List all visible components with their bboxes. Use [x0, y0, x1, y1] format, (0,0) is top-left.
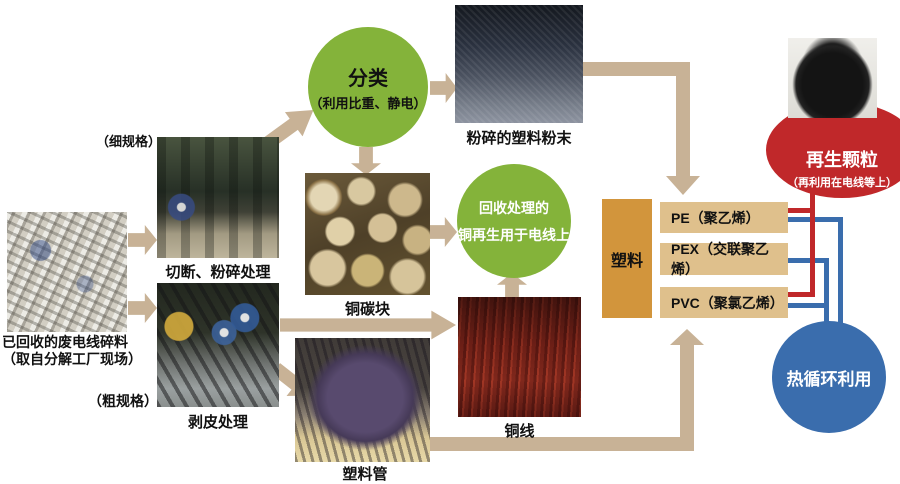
- arrowhead-powder-to-pe: [666, 176, 700, 195]
- blue-line-pe-horizontal: [788, 217, 843, 222]
- blue-line-outer-vertical: [838, 217, 843, 327]
- copper-reuse-line1: 回收处理的: [479, 199, 549, 216]
- pe-box-label: PE（聚乙烯）: [671, 209, 760, 226]
- label-nugget: 铜碳块: [344, 301, 390, 318]
- blue-line-inner-vertical: [824, 258, 829, 332]
- arrowhead-pipe-to-pvc: [670, 329, 704, 345]
- sort-circle-title: 分类: [348, 68, 388, 90]
- plastic-box: 塑料: [602, 199, 652, 318]
- photo-copper-wire: [458, 297, 581, 417]
- photo-copper-nuggets: [305, 173, 430, 295]
- photo-plastic-powder: [455, 5, 583, 123]
- connector-pipe-horizontal: [428, 437, 694, 451]
- label-cutting: 切断、粉碎处理: [165, 264, 271, 281]
- plastic-box-label: 塑料: [610, 252, 643, 270]
- thermal-circle-label: 热循环利用: [786, 369, 872, 389]
- pex-box: PEX（交联聚乙烯）: [660, 241, 788, 277]
- connector-pipe-vertical: [680, 344, 694, 451]
- sort-circle-subtitle: （利用比重、静电）: [309, 96, 427, 111]
- thermal-circle: 热循环利用: [772, 321, 886, 433]
- copper-reuse-circle: 回收处理的 铜再生用于电线上: [457, 164, 571, 278]
- arrow-sort-to-powder: [430, 73, 457, 103]
- arrow-sort-to-nugget: [351, 147, 381, 175]
- pellets-circle: 再生颗粒 （再利用在电线等上）: [766, 102, 900, 198]
- label-fine-spec: （细规格）: [96, 134, 162, 149]
- pvc-box: PVC（聚氯乙烯）: [660, 287, 788, 318]
- arrow-source-to-cutting: [128, 225, 157, 255]
- photo-recycled-pellets: [788, 38, 877, 118]
- red-line-pe-horizontal: [788, 208, 815, 213]
- photo-peeling-machine: [157, 283, 279, 407]
- blue-line-pvc-horizontal: [788, 303, 829, 308]
- sort-circle: 分类 （利用比重、静电）: [308, 27, 428, 147]
- photo-waste-wire-scrap: [7, 212, 127, 332]
- pellets-circle-subtitle: （再利用在电线等上）: [787, 177, 897, 189]
- photo-cutting-machine: [157, 137, 279, 258]
- label-wire: 铜线: [504, 423, 535, 440]
- arrow-nugget-to-copper-circle: [428, 217, 457, 247]
- arrow-source-to-peeling: [128, 293, 157, 323]
- pvc-box-label: PVC（聚氯乙烯）: [671, 294, 784, 311]
- label-pipe: 塑料管: [342, 466, 388, 483]
- pellets-circle-title: 再生颗粒: [806, 150, 878, 170]
- photo-plastic-pipes: [295, 338, 430, 462]
- label-powder: 粉碎的塑料粉末: [466, 130, 572, 147]
- label-source-line2: （取自分解工厂现场）: [2, 351, 142, 367]
- connector-powder-horizontal: [582, 62, 690, 76]
- connector-powder-vertical: [676, 62, 690, 178]
- red-line-vertical: [810, 193, 815, 297]
- label-source-line1: 已回收的废电线碎料: [2, 334, 128, 350]
- pe-box: PE（聚乙烯）: [660, 202, 788, 233]
- pex-box-label: PEX（交联聚乙烯）: [671, 241, 770, 277]
- label-source: 已回收的废电线碎料 （取自分解工厂现场）: [2, 334, 142, 368]
- copper-reuse-line2: 铜再生用于电线上: [458, 226, 570, 243]
- label-peeling: 剥皮处理: [187, 414, 248, 431]
- blue-line-pex-horizontal: [788, 258, 829, 263]
- red-line-pvc-horizontal: [788, 292, 815, 297]
- label-coarse-spec: （粗规格）: [88, 393, 158, 409]
